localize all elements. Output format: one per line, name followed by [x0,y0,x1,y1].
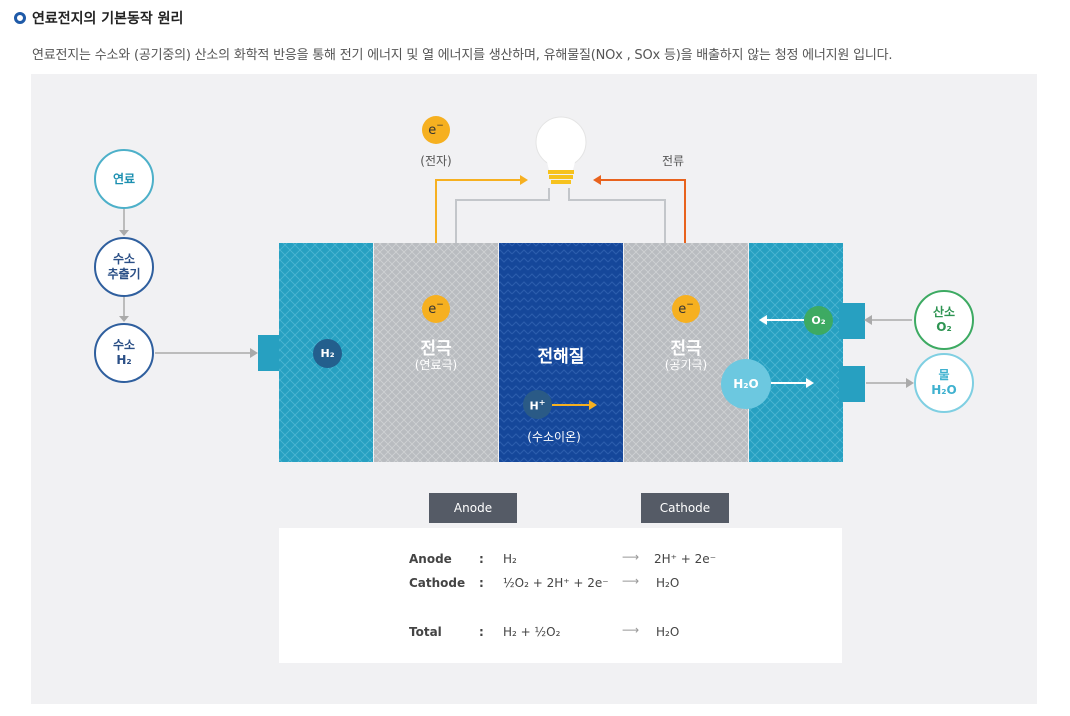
total-eq-right: H₂O [656,625,680,639]
extractor-label-line1: 수소 [112,252,136,266]
anode-inlet-tab [258,335,283,371]
anode-eq-right: 2H⁺ + 2e⁻ [654,552,717,566]
fuel-node: 연료 [94,149,154,209]
water-out-arrow-icon [906,378,914,388]
fuel-to-extractor-arrow-icon [119,230,129,236]
section-title-text: 연료전지의 기본동작 원리 [32,11,184,27]
hydrogen-ion-caption: (수소이온) [527,430,581,444]
anode-electrode-block [374,243,498,462]
oxygen-inner-arrow-icon [759,315,767,325]
cathode-eq-arrow: ⟶ [622,574,640,588]
water-label-line2: H₂O [931,383,957,397]
oxygen-label-line1: 산소 [932,305,956,319]
circuit-wire-right [568,188,666,243]
cathode-electrode-subtitle: (공기극) [664,358,708,372]
total-eq-label: Total [409,625,442,639]
water-label-line1: 물 [938,368,950,382]
current-flow-arrow-icon [593,175,601,185]
hydrogen-label-line2: H₂ [116,353,132,367]
h2-badge: H₂ [313,339,342,368]
circuit-wire-left [455,188,550,243]
cathode-electrode-title: 전극 [670,339,702,359]
cathode-tag: Cathode [641,493,729,523]
fuel-label: 연료 [112,171,136,186]
electron-flow-arrow-icon [520,175,528,185]
water-node: 물 H₂O [914,353,974,413]
o2-badge: O₂ [804,306,833,335]
anode-tag: Anode [429,493,517,523]
electrolyte-block [499,243,623,462]
cathode-eq-left: ½O₂ + 2H⁺ + 2e⁻ [503,576,609,590]
current-caption: 전류 [661,154,685,168]
current-flow-line [599,179,686,243]
cathode-gas-channel [749,243,843,462]
electron-caption: (전자) [420,154,452,168]
hydrogen-ion-arrow-icon [589,400,597,410]
hydrogen-feed-arrow-icon [250,348,258,358]
extractor-to-hydrogen-arrow-icon [119,316,129,322]
hydrogen-node: 수소 H₂ [94,323,154,383]
cathode-eq-colon: : [479,576,484,590]
cathode-electrode-block [624,243,748,462]
electron-badge-anode: e− [422,295,450,323]
anode-electrode-subtitle: (연료극) [414,358,458,372]
oxygen-feed-arrow-icon [864,315,872,325]
section-description: 연료전지는 수소와 (공기중의) 산소의 화학적 반응을 통해 전기 에너지 및… [32,48,893,63]
hydrogen-ion-badge: H+ [523,390,552,419]
electron-flow-line [435,179,522,243]
anode-electrode-title: 전극 [420,339,452,359]
equation-box [279,528,842,663]
section-title: 연료전지의 기본동작 원리 [14,8,183,28]
anode-eq-left: H₂ [503,552,517,566]
hydrogen-label-line1: 수소 [112,338,136,352]
total-eq-arrow: ⟶ [622,623,640,637]
h2o-badge: H₂O [721,359,771,409]
cathode-eq-right: H₂O [656,576,680,590]
oxygen-label-line2: O₂ [936,320,952,334]
extractor-label-line2: 추출기 [107,267,141,281]
anode-eq-arrow: ⟶ [622,550,640,564]
cathode-eq-label: Cathode [409,576,466,590]
total-eq-colon: : [479,625,484,639]
hydrogen-extractor-node: 수소 추출기 [94,237,154,297]
anode-eq-colon: : [479,552,484,566]
total-eq-left: H₂ + ½O₂ [503,625,561,639]
electron-badge-top: e− [422,116,450,144]
title-bullet-icon [14,12,26,24]
light-bulb-icon [535,116,587,184]
water-inner-arrow-icon [806,378,814,388]
oxygen-node: 산소 O₂ [914,290,974,350]
cathode-water-tab [839,366,865,402]
electron-badge-cathode: e− [672,295,700,323]
electrolyte-title: 전해질 [537,347,585,367]
cathode-oxygen-tab [839,303,865,339]
anode-eq-label: Anode [409,552,452,566]
